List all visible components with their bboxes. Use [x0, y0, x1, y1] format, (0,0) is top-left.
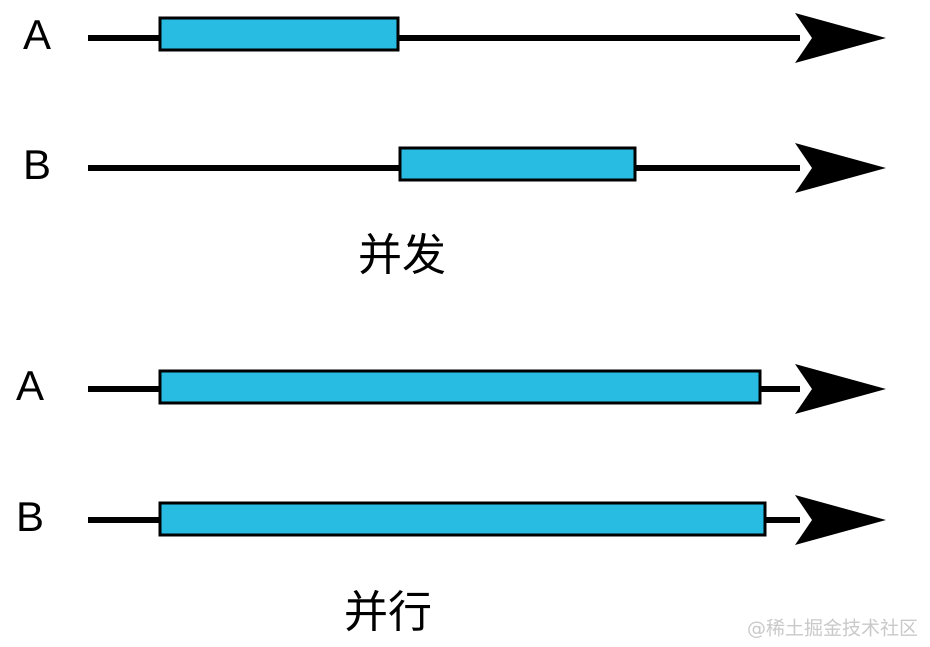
task-bar-concurrency-b [398, 146, 637, 182]
timeline-row-concurrency-b: B [23, 141, 886, 193]
arrow-head-icon-parallelism-a [795, 364, 886, 414]
timeline-row-parallelism-b: B [16, 493, 886, 545]
arrow-head-icon-concurrency-a [795, 13, 886, 63]
task-bar-parallelism-a [158, 369, 762, 405]
timeline-row-concurrency-a: A [23, 11, 886, 63]
task-bar-parallelism-b [158, 501, 767, 537]
section-caption-concurrency: 并发 [358, 230, 446, 281]
arrow-head-icon-parallelism-b [795, 495, 886, 545]
row-label-a-parallelism: A [16, 362, 44, 409]
section-concurrency: A B 并发 [23, 11, 886, 281]
arrow-head-icon-concurrency-b [795, 143, 886, 193]
section-caption-parallelism: 并行 [344, 587, 432, 638]
row-label-b-concurrency: B [23, 141, 51, 188]
task-bar-concurrency-a [158, 16, 400, 52]
row-label-b-parallelism: B [16, 493, 44, 540]
row-label-a-concurrency: A [23, 11, 51, 58]
watermark-label: @稀土掘金技术社区 [747, 618, 918, 640]
section-parallelism: A B 并行 [16, 362, 886, 638]
timeline-row-parallelism-a: A [16, 362, 886, 414]
